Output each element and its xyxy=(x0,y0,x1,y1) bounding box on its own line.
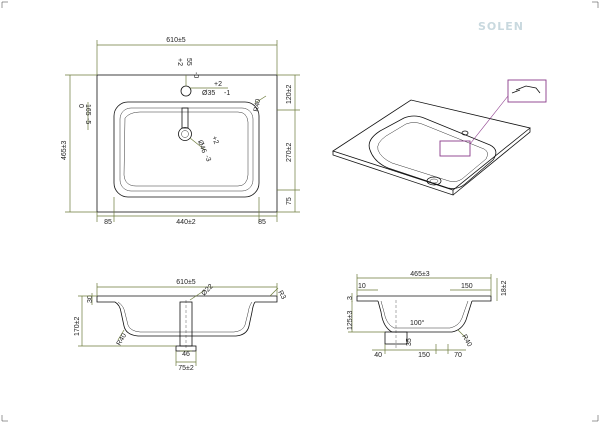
side-bowl-profile xyxy=(377,300,473,333)
front-rim-thickness-label: 30 xyxy=(87,295,94,303)
iso-basin-top xyxy=(332,99,531,191)
svg-text:-1: -1 xyxy=(224,90,230,97)
front-outlet-dia-label: 46 xyxy=(182,351,190,358)
drain-dia-label: Ø46 xyxy=(196,139,207,154)
side-front-lip-label: 10 xyxy=(358,283,366,290)
svg-text:+2: +2 xyxy=(176,58,183,66)
front-rim xyxy=(97,295,278,303)
svg-text:+2: +2 xyxy=(214,81,222,88)
side-floor-angle-label: 100° xyxy=(410,319,425,327)
front-width-label: 610±5 xyxy=(176,279,196,286)
isometric-view xyxy=(332,79,547,196)
front-drain-pipe xyxy=(179,301,193,347)
side-rear-70-label: 70 xyxy=(454,352,462,359)
front-outlet-width-label: 75±2 xyxy=(178,365,194,372)
bowl-width-label: 440±2 xyxy=(176,219,196,226)
tap-hole xyxy=(180,85,192,97)
front-drain-dia-label: Ø22 xyxy=(200,283,214,297)
side-mid-150-label: 150 xyxy=(418,352,430,359)
basin-outline xyxy=(96,74,278,213)
side-rim xyxy=(357,295,492,302)
side-bowl-radius-label: R40 xyxy=(460,334,473,349)
svg-text:-5: -5 xyxy=(84,118,91,124)
detail-box-bowl xyxy=(439,140,471,157)
right-120-label: 120±2 xyxy=(286,84,293,104)
svg-text:-3: -3 xyxy=(203,154,212,162)
side-outlet-offset-label: 35 xyxy=(406,338,413,346)
side-depth-width-label: 465±3 xyxy=(410,271,430,278)
brand-logo: SOLEN xyxy=(478,20,524,33)
svg-text:0: 0 xyxy=(77,104,84,108)
top-view: 610±5 +2 55 -0 +2 Ø35 -1 465±3 0 165 xyxy=(61,37,300,226)
right-75-label: 75 xyxy=(286,197,293,205)
top-depth-label: 465±3 xyxy=(61,140,68,160)
top-width-label: 610±5 xyxy=(166,37,186,44)
front-bowl-profile xyxy=(114,301,256,337)
front-depth-label: 170±2 xyxy=(74,316,81,336)
left-margin-label: 85 xyxy=(104,219,112,226)
bowl-outer xyxy=(113,101,260,198)
bowl-inner xyxy=(119,107,254,192)
side-section: 465±3 10 150 18±2 3 125±3 100° 35 xyxy=(347,271,508,359)
corner-radius-label: R40 xyxy=(253,98,262,112)
right-270-label: 270±2 xyxy=(286,142,293,162)
side-front-40-label: 40 xyxy=(374,352,382,359)
detail-box-rim xyxy=(507,79,547,103)
svg-text:+2: +2 xyxy=(210,135,219,145)
tap-offset-label: 55 xyxy=(185,58,192,66)
svg-text:-0: -0 xyxy=(192,72,199,78)
front-bowl-radius-label: R40 xyxy=(116,332,129,347)
right-margin-label: 85 xyxy=(258,219,266,226)
iso-drain xyxy=(426,176,442,186)
front-rim-radius-label: R3 xyxy=(276,290,287,301)
tap-hole-label: Ø35 xyxy=(202,90,215,97)
side-rim-height-label: 18±2 xyxy=(501,280,508,296)
side-bowl-depth-label: 125±3 xyxy=(347,310,354,330)
drain-hole xyxy=(178,127,192,141)
inner-top-label: 165 xyxy=(84,104,91,116)
iso-bowl xyxy=(368,115,497,189)
front-section: 610±5 Ø22 R3 30 170±2 R40 46 xyxy=(74,279,287,372)
iso-tap-hole xyxy=(461,130,469,136)
side-rear-flat-label: 150 xyxy=(461,283,473,290)
side-rim-step-label: 3 xyxy=(347,296,354,300)
